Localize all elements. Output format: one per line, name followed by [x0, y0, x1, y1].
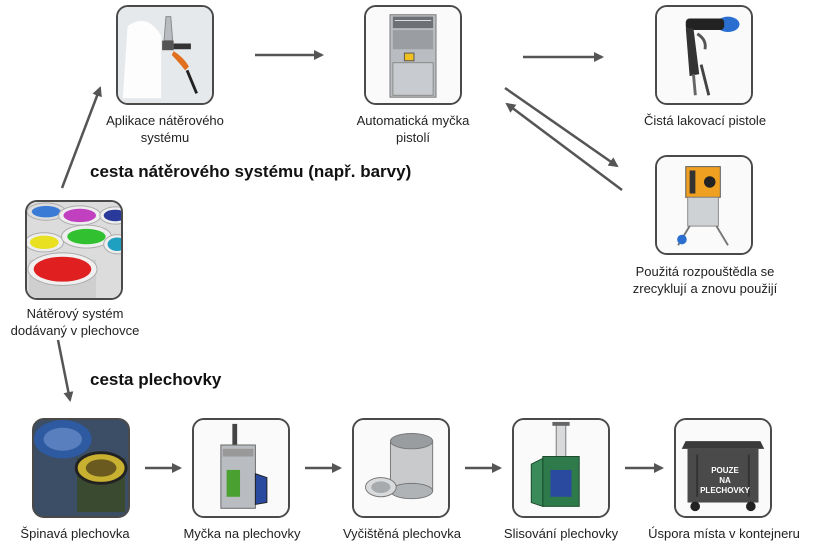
dirty-can-label: Špinavá plechovka: [20, 526, 130, 541]
can-compactor-image: [512, 418, 610, 518]
arrow-washer-to-recycler: [504, 86, 619, 168]
application-label: Aplikace nátěrového systému: [106, 113, 224, 145]
arrow-paint-to-dirty-can: [56, 339, 74, 402]
spray-application-image: [116, 5, 214, 105]
clean-spray-gun-image: [655, 5, 753, 105]
clean-can-image: [352, 418, 450, 518]
paint-system-label: Nátěrový systém dodávaný v plechovce: [10, 306, 140, 338]
clean-gun-label: Čistá lakovací pistole: [643, 113, 767, 128]
can-compaction-label: Slisování plechovky: [503, 526, 619, 541]
can-washer-image: [192, 418, 290, 518]
clean-can-label: Vyčištěná plechovka: [342, 526, 462, 541]
gun-washer-label: Automatická myčka pistolí: [356, 113, 470, 145]
waste-container-image: POUZE NA PLECHOVKY: [674, 418, 772, 518]
container-lid-text: POUZE NA PLECHOVKY: [700, 466, 750, 495]
gun-washer-image: [364, 5, 462, 105]
dirty-can-image: [32, 418, 130, 518]
container-saving-label: Úspora místa v kontejneru: [648, 526, 800, 541]
arrow-recycler-to-washer: [505, 102, 623, 192]
can-path-heading: cesta plechovky: [90, 370, 222, 389]
solvent-recycle-label: Použitá rozpouštědla se zrecyklují a zno…: [632, 264, 778, 296]
solvent-recycler-image: [655, 155, 753, 255]
paint-cans-image: [25, 200, 123, 300]
paint-path-heading: cesta nátěrového systému (např. barvy): [90, 162, 412, 181]
can-washer-label: Myčka na plechovky: [183, 526, 301, 541]
